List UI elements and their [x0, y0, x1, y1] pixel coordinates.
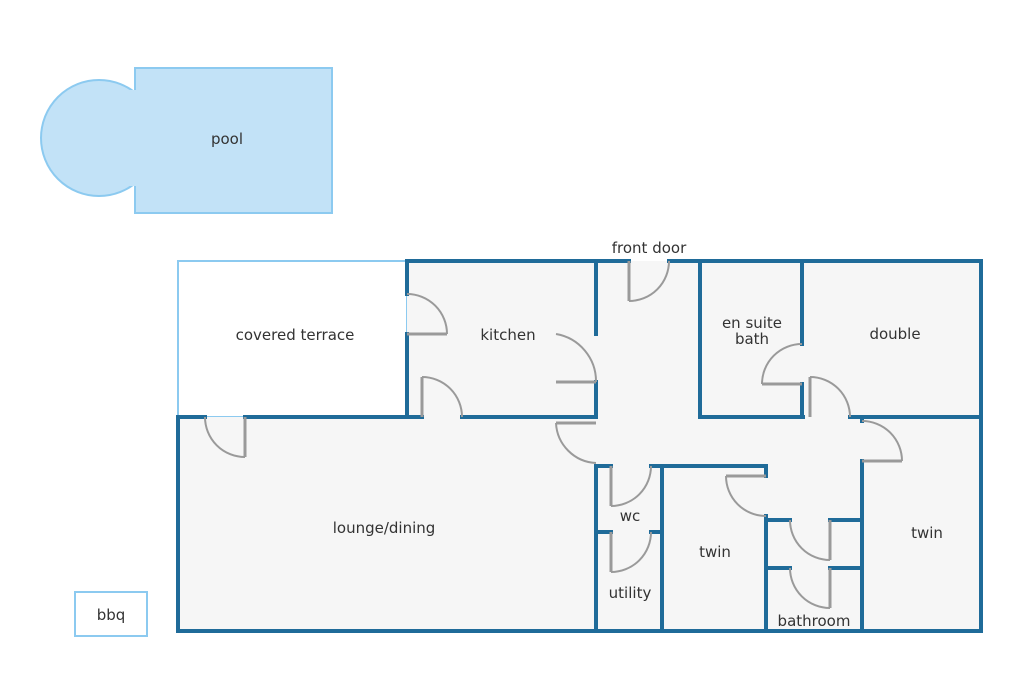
- twin-right-label: twin: [911, 524, 943, 542]
- bathroom-label: bathroom: [778, 612, 851, 630]
- bbq-label: bbq: [97, 606, 126, 624]
- kitchen-label: kitchen: [480, 326, 535, 344]
- front-door[interactable]: [627, 260, 670, 302]
- doors: [204, 260, 903, 609]
- room-labels: front door kitchen en suite bath double …: [333, 239, 943, 630]
- en-suite-label-line2: bath: [735, 330, 769, 348]
- pool: pool: [40, 67, 333, 214]
- door-utility[interactable]: [609, 531, 652, 573]
- door-en-suite[interactable]: [761, 343, 803, 386]
- covered-terrace: covered terrace: [177, 260, 408, 418]
- door-twin-center[interactable]: [725, 474, 767, 517]
- en-suite-label-line1: en suite: [722, 314, 782, 332]
- door-lounge-hall[interactable]: [555, 421, 597, 464]
- door-kitchen-hall[interactable]: [555, 333, 598, 384]
- door-double[interactable]: [808, 376, 851, 418]
- door-bathroom-upper[interactable]: [789, 519, 832, 561]
- pool-label: pool: [211, 130, 243, 148]
- door-lounge-terrace[interactable]: [204, 416, 247, 458]
- door-bathroom-lower[interactable]: [789, 567, 832, 609]
- wc-label: wc: [620, 507, 641, 525]
- door-twin-right[interactable]: [861, 420, 903, 463]
- door-kitchen-lounge[interactable]: [420, 376, 463, 418]
- front-door-label: front door: [612, 239, 687, 257]
- walls: [176, 259, 983, 633]
- double-label: double: [869, 325, 920, 343]
- door-terrace-kitchen[interactable]: [406, 293, 448, 336]
- lounge-dining-label: lounge/dining: [333, 519, 436, 537]
- door-wc[interactable]: [609, 465, 652, 507]
- bbq: bbq: [74, 591, 148, 637]
- covered-terrace-label: covered terrace: [236, 326, 355, 344]
- utility-label: utility: [609, 584, 652, 602]
- house-floor: [178, 261, 981, 631]
- twin-center-label: twin: [699, 543, 731, 561]
